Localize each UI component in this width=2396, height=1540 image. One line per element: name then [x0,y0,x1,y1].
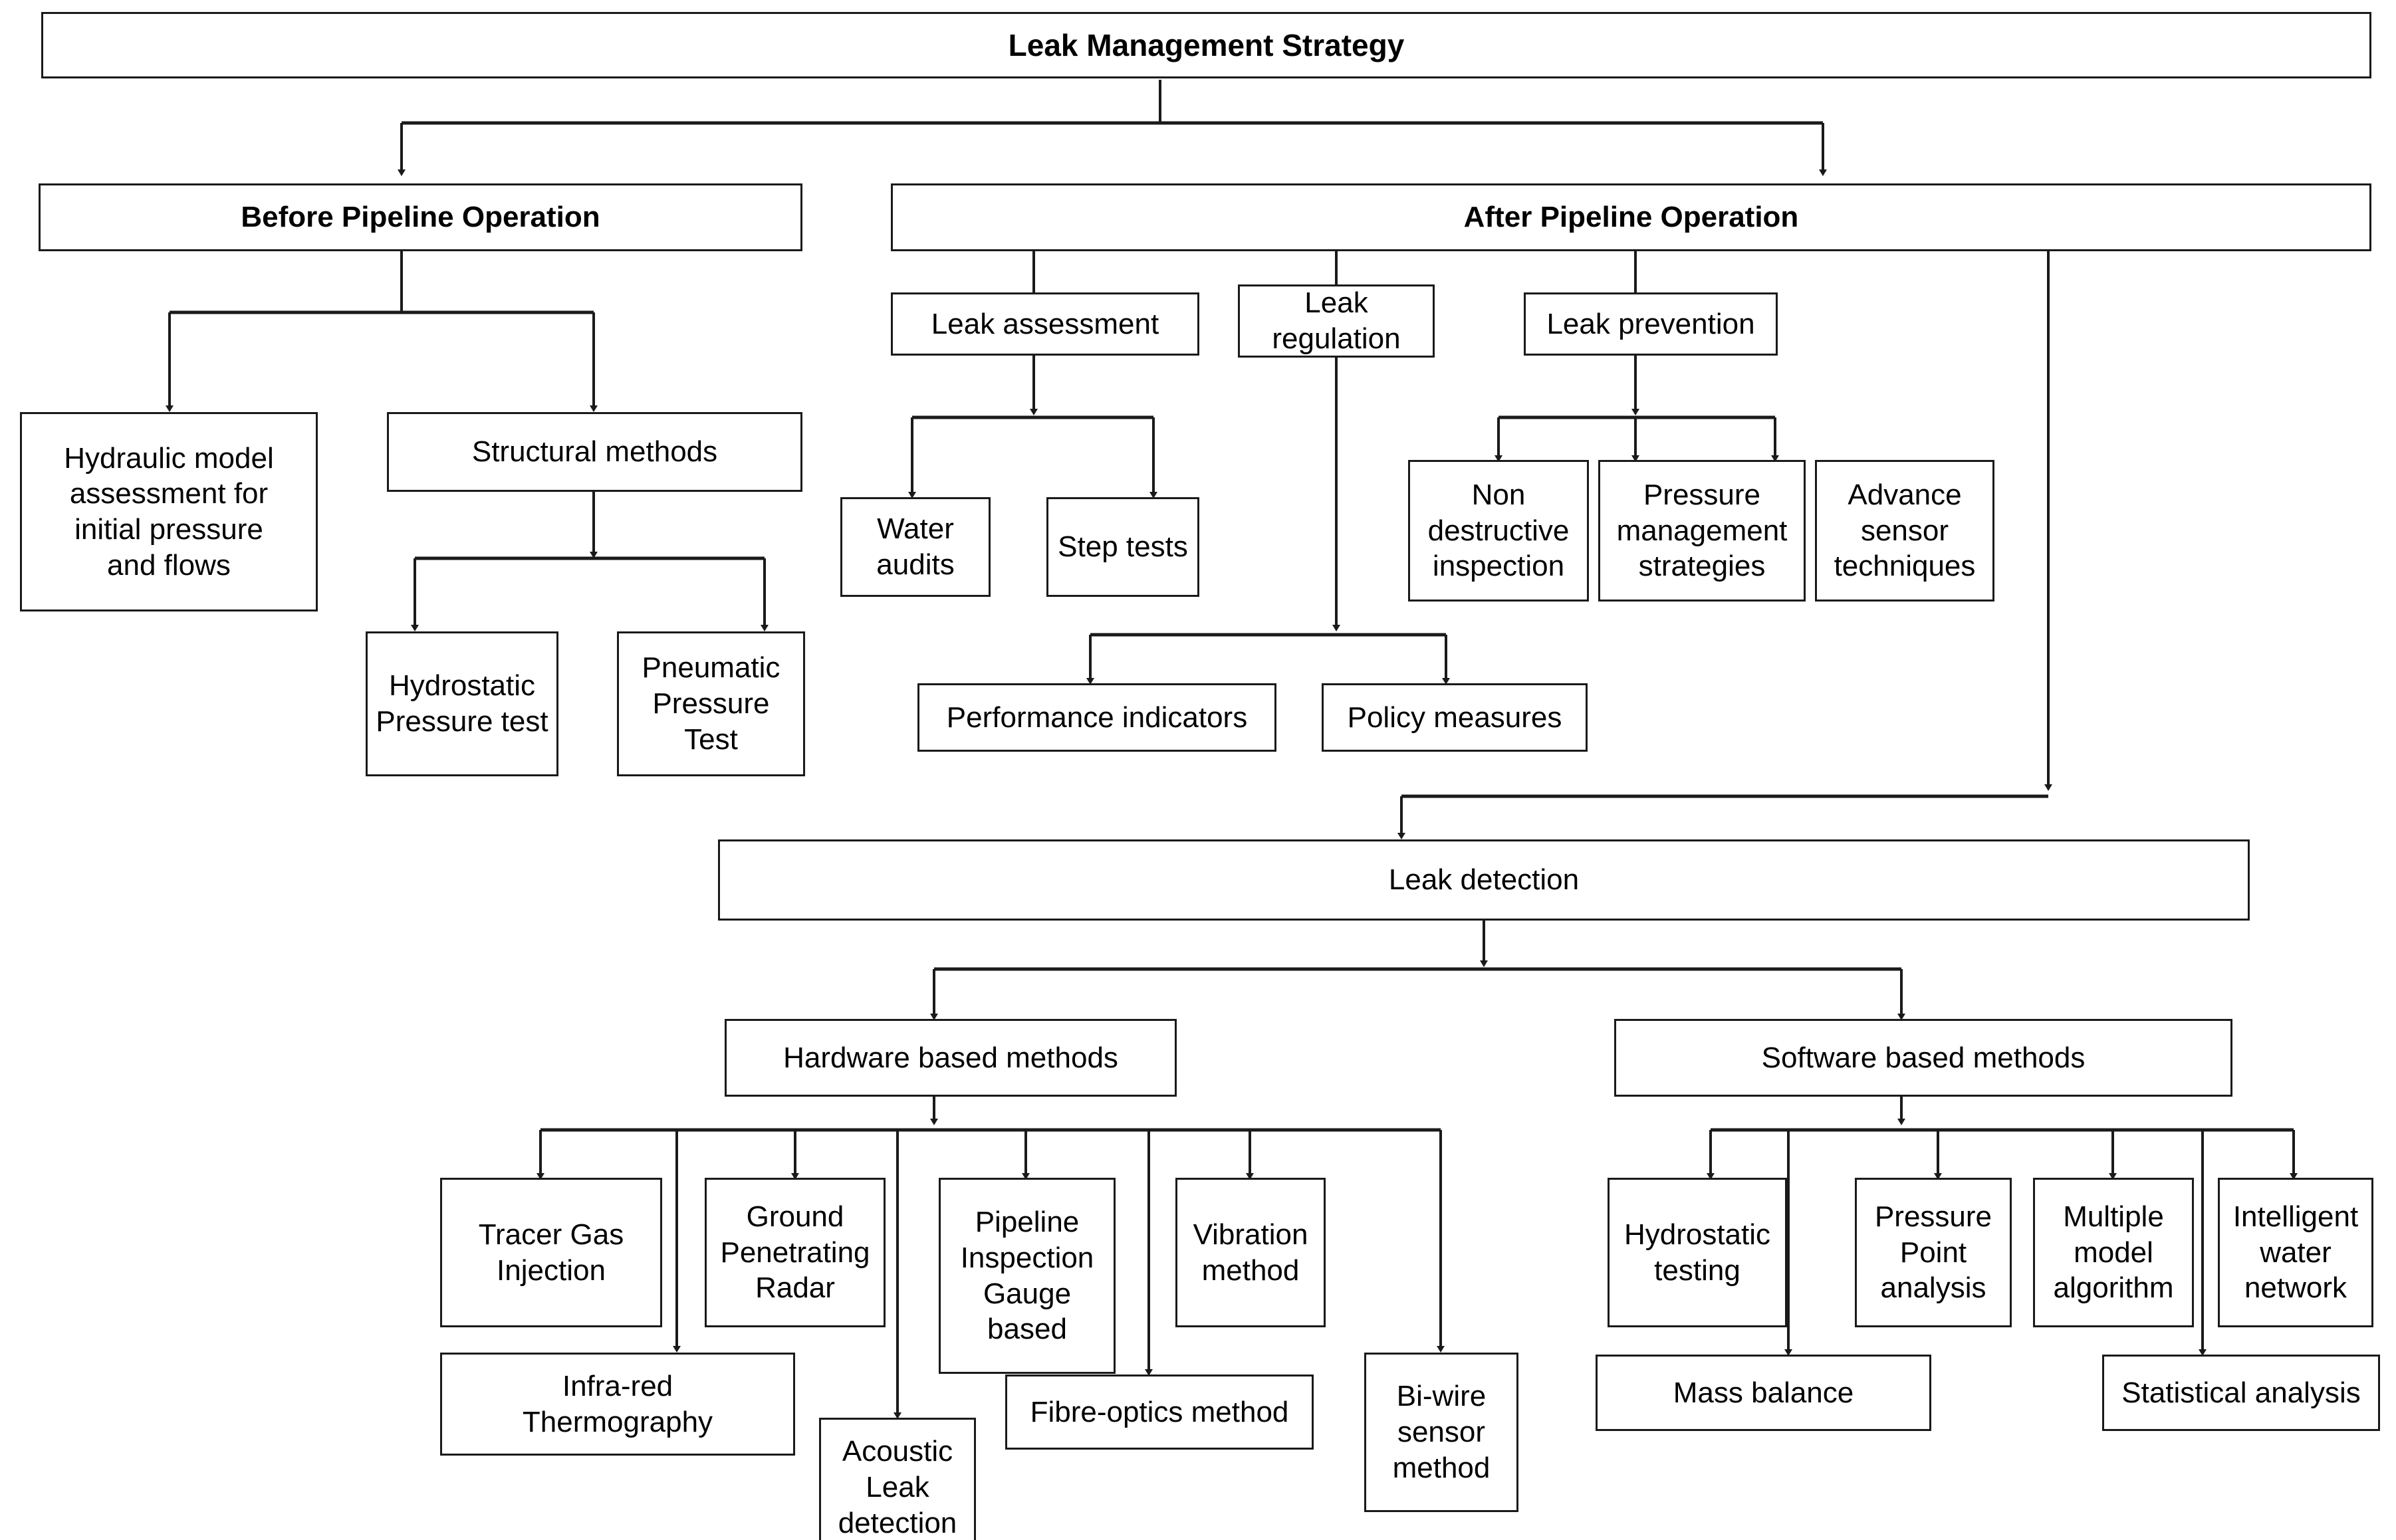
node-step-tests[interactable]: Step tests [1046,497,1199,597]
node-leak-regulation[interactable]: Leak regulation [1238,284,1435,358]
node-after-pipeline-operation[interactable]: After Pipeline Operation [891,183,2371,251]
node-mass-balance[interactable]: Mass balance [1596,1355,1931,1431]
node-leak-assessment[interactable]: Leak assessment [891,292,1199,356]
node-before-pipeline-operation[interactable]: Before Pipeline Operation [39,183,802,251]
node-bi-wire-sensor-method[interactable]: Bi-wire sensor method [1364,1353,1518,1512]
node-pneumatic-pressure-test[interactable]: Pneumatic Pressure Test [617,631,805,776]
node-leak-detection[interactable]: Leak detection [718,839,2250,921]
node-intelligent-water-network[interactable]: Intelligent water network [2218,1178,2373,1327]
node-hydrostatic-pressure-test[interactable]: Hydrostatic Pressure test [366,631,558,776]
node-multiple-model-algorithm[interactable]: Multiple model algorithm [2033,1178,2194,1327]
node-leak-management-strategy[interactable]: Leak Management Strategy [41,12,2371,78]
node-water-audits[interactable]: Water audits [840,497,991,597]
node-pressure-management-strategies[interactable]: Pressure management strategies [1598,460,1806,602]
node-hydrostatic-testing[interactable]: Hydrostatic testing [1608,1178,1787,1327]
node-non-destructive-inspection[interactable]: Non destructive inspection [1408,460,1589,602]
node-pipeline-inspection-gauge-based[interactable]: Pipeline Inspection Gauge based [939,1178,1116,1374]
node-statistical-analysis[interactable]: Statistical analysis [2102,1355,2380,1431]
node-performance-indicators[interactable]: Performance indicators [917,683,1276,752]
node-tracer-gas-injection[interactable]: Tracer Gas Injection [440,1178,662,1327]
node-hydraulic-model-assessment[interactable]: Hydraulic model assessment for initial p… [20,412,318,611]
node-acoustic-leak-detection[interactable]: Acoustic Leak detection [819,1418,976,1540]
node-infra-red-thermography[interactable]: Infra-red Thermography [440,1353,795,1456]
node-pressure-point-analysis[interactable]: Pressure Point analysis [1855,1178,2012,1327]
node-vibration-method[interactable]: Vibration method [1175,1178,1326,1327]
node-policy-measures[interactable]: Policy measures [1322,683,1588,752]
node-ground-penetrating-radar[interactable]: Ground Penetrating Radar [705,1178,886,1327]
node-leak-prevention[interactable]: Leak prevention [1524,292,1778,356]
node-hardware-based-methods[interactable]: Hardware based methods [725,1019,1177,1097]
node-structural-methods[interactable]: Structural methods [387,412,802,492]
node-fibre-optics-method[interactable]: Fibre-optics method [1005,1375,1314,1450]
node-advance-sensor-techniques[interactable]: Advance sensor techniques [1815,460,1994,602]
node-software-based-methods[interactable]: Software based methods [1614,1019,2232,1097]
